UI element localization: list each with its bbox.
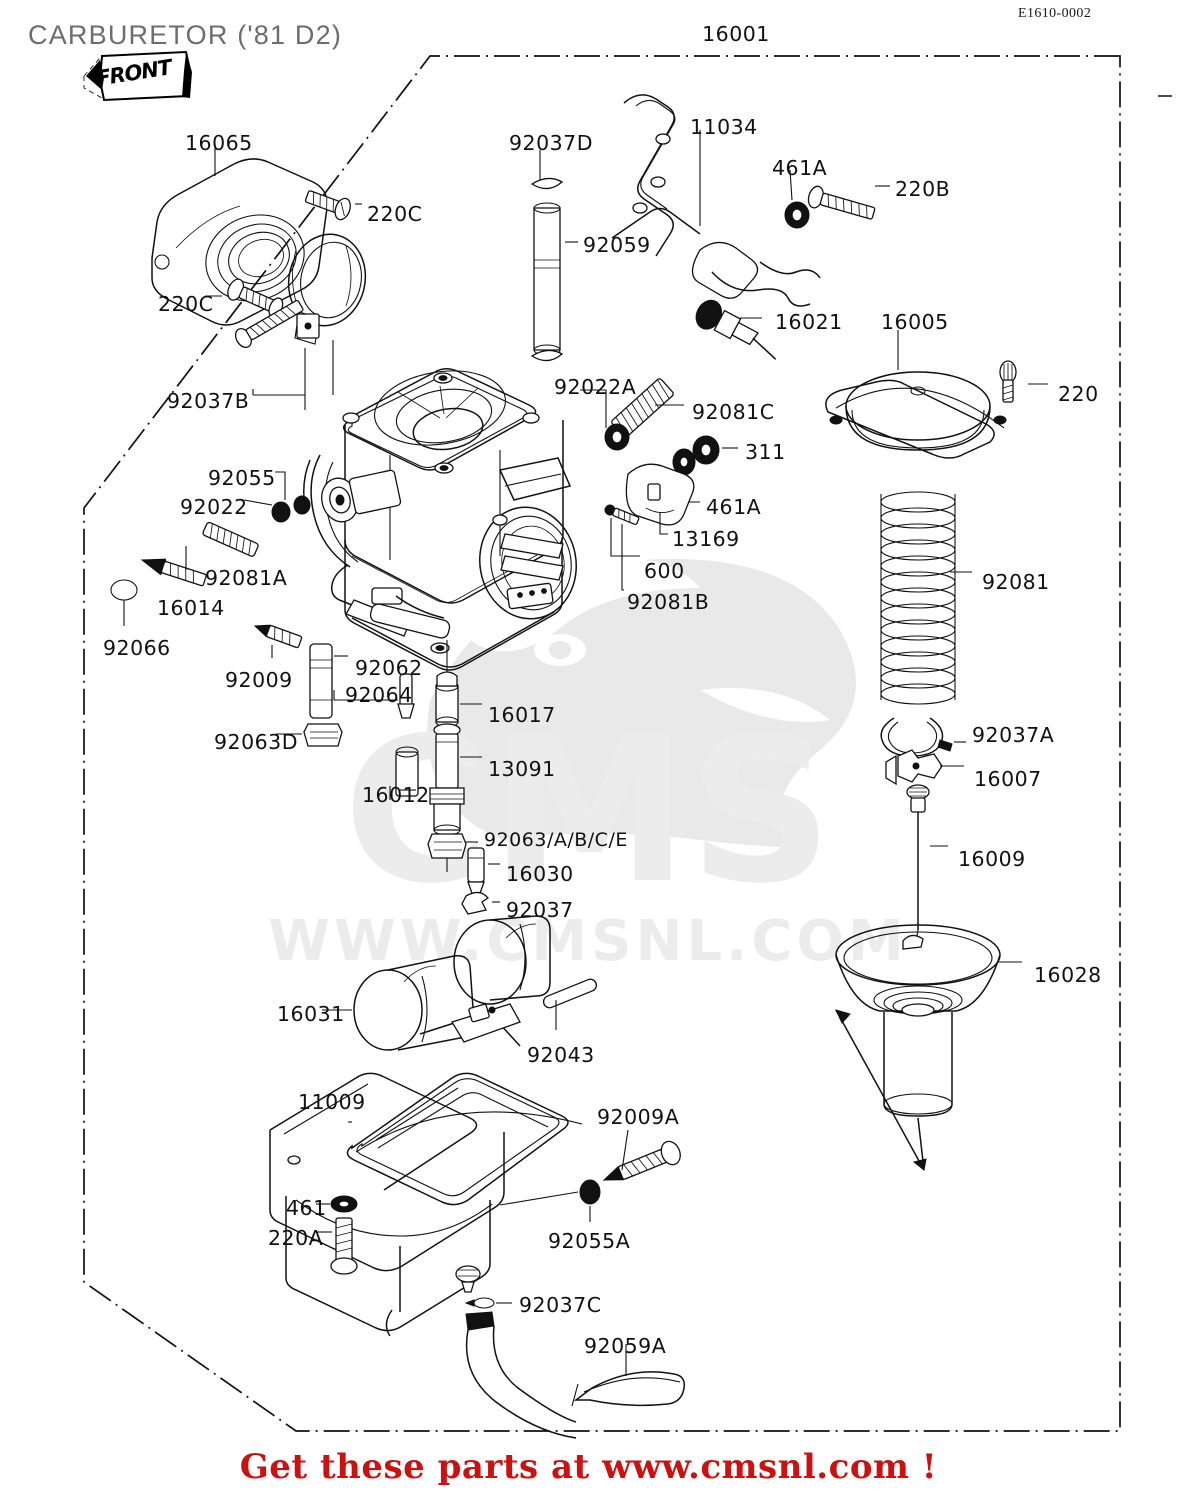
part-callout-92037B[interactable]: 92037B (167, 389, 250, 413)
part-callout-220B[interactable]: 220B (895, 177, 951, 201)
part-callout-92009[interactable]: 92009 (225, 668, 293, 692)
part-callout-92022[interactable]: 92022 (180, 495, 248, 519)
part-callout-220A[interactable]: 220A (268, 1226, 324, 1250)
part-callout-92055A[interactable]: 92055A (548, 1229, 631, 1253)
part-callout-92009A[interactable]: 92009A (597, 1105, 680, 1129)
part-callout-92055[interactable]: 92055 (208, 466, 276, 490)
part-callout-16012[interactable]: 16012 (362, 783, 430, 807)
part-callout-461[interactable]: 461 (286, 1196, 327, 1220)
part-callout-92037D[interactable]: 92037D (509, 131, 593, 155)
part-callout-220C[interactable]: 220C (367, 202, 423, 226)
part-callout-461A[interactable]: 461A (772, 156, 828, 180)
part-callout-220[interactable]: 220 (1058, 382, 1099, 406)
front-direction-badge: FRONT (82, 50, 192, 102)
part-callout-16021[interactable]: 16021 (775, 310, 843, 334)
part-callout-92066[interactable]: 92066 (103, 636, 171, 660)
part-callout-16009[interactable]: 16009 (958, 847, 1026, 871)
part-callout-92037C[interactable]: 92037C (519, 1293, 602, 1317)
part-callout-13091[interactable]: 13091 (488, 757, 556, 781)
part-callout-16007[interactable]: 16007 (974, 767, 1042, 791)
part-callout-220C[interactable]: 220C (158, 292, 214, 316)
part-callout-461A[interactable]: 461A (706, 495, 762, 519)
part-callout-16028[interactable]: 16028 (1034, 963, 1102, 987)
part-callout-11034[interactable]: 11034 (690, 115, 758, 139)
part-callout-16005[interactable]: 16005 (881, 310, 949, 334)
part-callout-92022A[interactable]: 92022A (554, 375, 637, 399)
part-callout-311[interactable]: 311 (745, 440, 786, 464)
main-spring (880, 491, 956, 705)
part-callout-92063D[interactable]: 92063D (214, 730, 298, 754)
footer-cta: Get these parts at www.cmsnl.com ! (239, 1447, 938, 1487)
part-callout-16030[interactable]: 16030 (506, 862, 574, 886)
part-callout-92037A[interactable]: 92037A (972, 723, 1055, 747)
part-callout-92081A[interactable]: 92081A (205, 566, 288, 590)
part-callout-16017[interactable]: 16017 (488, 703, 556, 727)
part-callout-16001[interactable]: 16001 (702, 22, 770, 46)
part-callout-11009[interactable]: 11009 (298, 1090, 366, 1114)
part-callout-92043[interactable]: 92043 (527, 1043, 595, 1067)
part-callout-16031[interactable]: 16031 (277, 1002, 345, 1026)
watermark-brand: CMS (343, 695, 833, 928)
part-callout-92062[interactable]: 92062 (355, 656, 423, 680)
part-callout-16014[interactable]: 16014 (157, 596, 225, 620)
part-callout-92037[interactable]: 92037 (506, 898, 574, 922)
drawing-reference: E1610-0002 (1018, 6, 1092, 21)
part-callout-600[interactable]: 600 (644, 559, 685, 583)
part-callout-92059[interactable]: 92059 (583, 233, 651, 257)
part-callout-92081[interactable]: 92081 (982, 570, 1050, 594)
watermark-url: WWW.CMSNL.COM (268, 909, 907, 974)
part-callout-92081B[interactable]: 92081B (627, 590, 710, 614)
part-callout-13169[interactable]: 13169 (672, 527, 740, 551)
part-callout-92064[interactable]: 92064 (345, 683, 413, 707)
part-callout-16065[interactable]: 16065 (185, 131, 253, 155)
part-callout-92063-A-B-C-E[interactable]: 92063/A/B/C/E (484, 829, 628, 851)
part-callout-92081C[interactable]: 92081C (692, 400, 775, 424)
page-title: CARBURETOR ('81 D2) (28, 20, 343, 50)
part-callout-92059A[interactable]: 92059A (584, 1334, 667, 1358)
